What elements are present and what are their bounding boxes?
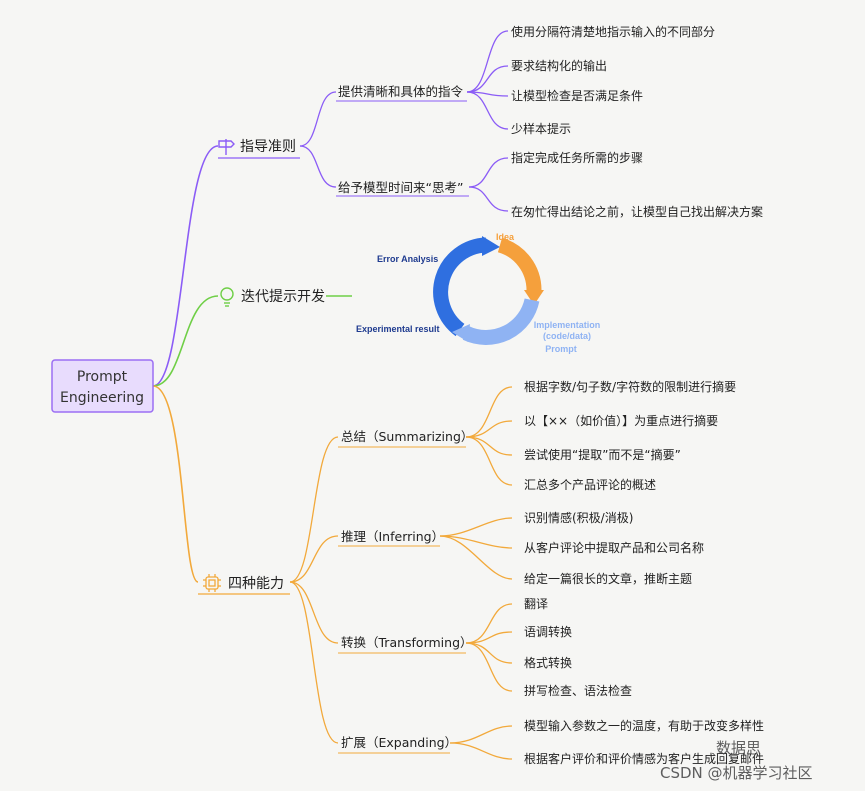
subtopic-transforming[interactable]: 转换（Transforming） <box>338 635 473 654</box>
root-line-2: Engineering <box>60 390 144 406</box>
list-item[interactable]: 少样本提示 <box>511 121 571 136</box>
cycle-idea-label: Idea <box>496 232 515 242</box>
root-line-1: Prompt <box>77 369 128 385</box>
leaf-list-summarizing: 根据字数/句子数/字符数的限制进行摘要 以【××（如价值）】为重点进行摘要 尝试… <box>524 379 736 492</box>
subtopic-label: 扩展（Expanding） <box>341 735 457 750</box>
subtopic-clear-instructions[interactable]: 提供清晰和具体的指令 <box>336 84 467 102</box>
branch-label: 迭代提示开发 <box>241 289 325 305</box>
abilities-connectors <box>289 386 513 760</box>
leaf-list-inferring: 识别情感(积极/消极) 从客户评论中提取产品和公司名称 给定一篇很长的文章，推断… <box>524 510 704 586</box>
subtopic-expanding[interactable]: 扩展（Expanding） <box>338 735 457 754</box>
signpost-icon <box>218 139 235 155</box>
list-item[interactable]: 尝试使用“提取”而不是“摘要” <box>524 447 681 462</box>
leaf-list-clear-instructions: 使用分隔符清楚地指示输入的不同部分 要求结构化的输出 让模型检查是否满足条件 少… <box>511 24 715 136</box>
list-item[interactable]: 根据字数/句子数/字符数的限制进行摘要 <box>524 379 736 394</box>
list-item[interactable]: 拼写检查、语法检查 <box>524 683 632 698</box>
list-item[interactable]: 根据客户评价和评价情感为客户生成回复邮件 <box>524 751 764 766</box>
list-item[interactable]: 让模型检查是否满足条件 <box>511 88 643 103</box>
branch-guidelines[interactable]: 指导准则 <box>218 139 300 159</box>
list-item[interactable]: 指定完成任务所需的步骤 <box>511 150 643 165</box>
list-item[interactable]: 模型输入参数之一的温度，有助于改变多样性 <box>524 718 764 733</box>
list-item[interactable]: 格式转换 <box>524 655 572 670</box>
chip-icon <box>203 574 221 592</box>
leaf-list-transforming: 翻译 语调转换 格式转换 拼写检查、语法检查 <box>524 597 632 698</box>
leaf-list-expanding: 模型输入参数之一的温度，有助于改变多样性 根据客户评价和评价情感为客户生成回复邮… <box>524 718 764 766</box>
list-item[interactable]: 汇总多个产品评论的概述 <box>524 477 656 492</box>
branch-label: 指导准则 <box>240 139 296 155</box>
subtopic-label: 给予模型时间来“思考” <box>338 180 463 195</box>
list-item[interactable]: 以【××（如价值）】为重点进行摘要 <box>524 413 718 428</box>
watermark-line-1: 数据思 <box>716 739 761 757</box>
subtopic-inferring[interactable]: 推理（Inferring） <box>338 529 444 547</box>
subtopic-summarizing[interactable]: 总结（Summarizing） <box>338 429 473 448</box>
list-item[interactable]: 给定一篇很长的文章，推断主题 <box>524 571 692 586</box>
branch-iterative[interactable]: 迭代提示开发 <box>220 287 325 307</box>
list-item[interactable]: 在匆忙得出结论之前，让模型自己找出解决方案 <box>511 204 763 219</box>
watermark-line-2: CSDN @机器学习社区 <box>660 764 813 782</box>
cycle-implementation-label: Implementation <box>534 320 601 330</box>
leaf-list-give-time: 指定完成任务所需的步骤 在匆忙得出结论之前，让模型自己找出解决方案 <box>511 150 763 219</box>
subtopic-label: 提供清晰和具体的指令 <box>338 84 464 99</box>
subtopic-label: 推理（Inferring） <box>341 529 444 544</box>
iteration-cycle-figure: Idea Implementation (code/data) Prompt E… <box>356 232 600 354</box>
subtopic-give-time[interactable]: 给予模型时间来“思考” <box>336 180 469 197</box>
root-node[interactable]: Prompt Engineering <box>51 359 154 413</box>
list-item[interactable]: 从客户评论中提取产品和公司名称 <box>524 540 704 555</box>
cycle-prompt-label: Prompt <box>545 344 577 354</box>
list-item[interactable]: 使用分隔符清楚地指示输入的不同部分 <box>511 24 715 39</box>
watermark: 数据思 CSDN @机器学习社区 <box>660 739 813 782</box>
root-connectors <box>152 145 219 583</box>
subtopic-label: 总结（Summarizing） <box>341 429 473 444</box>
list-item[interactable]: 翻译 <box>524 597 548 611</box>
guideline-connectors <box>299 30 509 212</box>
cycle-implementation-sub-label: (code/data) <box>543 331 591 341</box>
branch-label: 四种能力 <box>228 576 284 592</box>
subtopic-label: 转换（Transforming） <box>341 635 473 650</box>
lightbulb-icon <box>220 287 234 307</box>
list-item[interactable]: 识别情感(积极/消极) <box>524 510 633 525</box>
cycle-error-label: Error Analysis <box>377 254 438 264</box>
list-item[interactable]: 要求结构化的输出 <box>511 58 607 73</box>
list-item[interactable]: 语调转换 <box>524 624 572 639</box>
branch-abilities[interactable]: 四种能力 <box>198 574 290 595</box>
cycle-experimental-label: Experimental result <box>356 324 440 334</box>
